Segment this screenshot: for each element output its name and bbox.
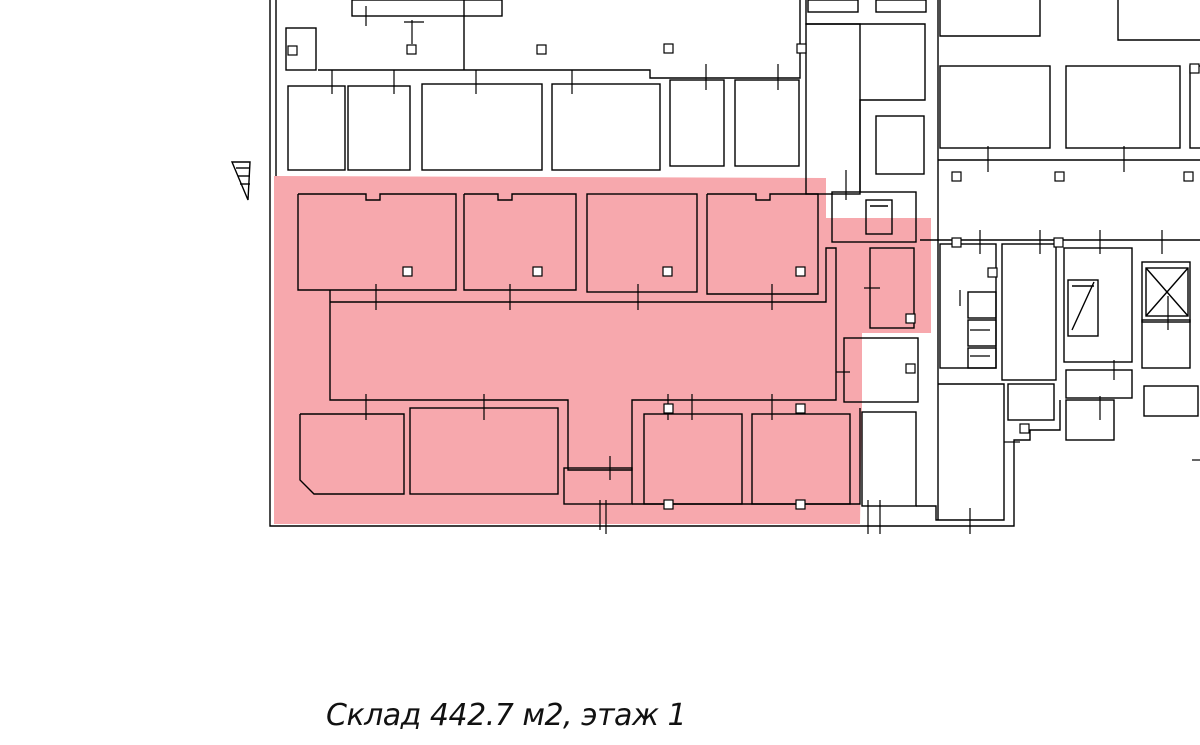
- walls: [230, 0, 1200, 527]
- columns: [287, 43, 1200, 510]
- door-ticks: [331, 6, 1200, 534]
- plan-caption: Склад 442.7 м2, этаж 1: [326, 698, 687, 733]
- warehouse-highlight[interactable]: [274, 176, 931, 524]
